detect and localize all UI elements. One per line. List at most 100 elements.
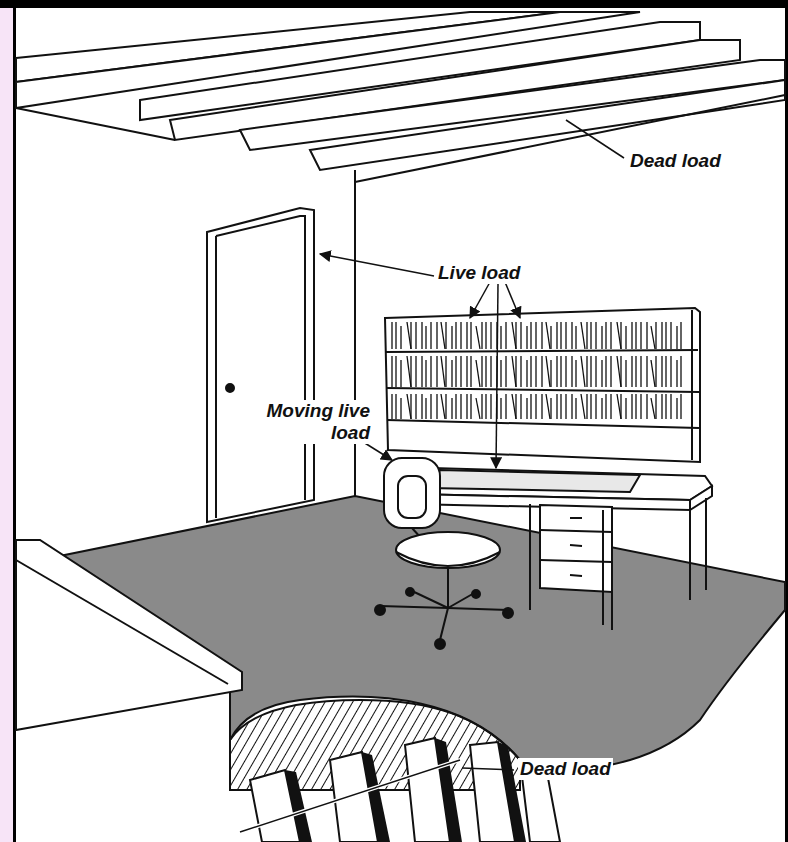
illustration-part xyxy=(540,505,612,592)
illustration-part xyxy=(529,504,531,610)
illustration-part xyxy=(396,532,500,568)
illustration-part xyxy=(586,356,587,387)
illustration-part xyxy=(407,394,411,419)
cross-bridging xyxy=(240,760,460,832)
illustration-part xyxy=(395,322,396,349)
illustration-part xyxy=(676,360,677,387)
illustration-part xyxy=(505,322,506,349)
illustration-part xyxy=(406,588,414,596)
illustration-part xyxy=(476,398,480,419)
illustration-part xyxy=(362,752,390,842)
illustration-part xyxy=(676,398,677,419)
illustration-part xyxy=(661,322,662,349)
illustration-part xyxy=(485,356,486,387)
illustration-part xyxy=(386,388,699,392)
illustration-part xyxy=(575,360,576,387)
illustration-part xyxy=(670,356,671,387)
illustration-part xyxy=(581,394,585,419)
illustration-part xyxy=(605,394,606,419)
illustration-part xyxy=(460,394,461,419)
counter xyxy=(16,540,242,730)
illustration-part xyxy=(515,322,516,349)
illustration-part xyxy=(575,398,576,419)
illustration-part xyxy=(535,322,536,349)
illustration-part xyxy=(646,394,647,419)
illustration-part xyxy=(505,394,506,419)
cross-bridging xyxy=(240,760,460,832)
illustration-part xyxy=(428,470,640,492)
illustration-part xyxy=(285,770,312,842)
illustration-part xyxy=(415,322,416,349)
illustration-part xyxy=(535,356,536,387)
illustration-part xyxy=(476,326,480,349)
illustration-part xyxy=(481,322,482,349)
illustration-part xyxy=(462,768,514,770)
illustration-part xyxy=(466,356,467,387)
illustration-part xyxy=(571,322,572,349)
illustration-part xyxy=(400,326,401,349)
illustration-part xyxy=(526,326,527,349)
ceiling-edge xyxy=(355,95,785,182)
books xyxy=(392,322,681,419)
illustration-part xyxy=(571,356,572,387)
illustration-part xyxy=(520,322,521,349)
illustration-part xyxy=(500,360,501,387)
illustration-part xyxy=(530,322,531,349)
illustration-part xyxy=(455,394,456,419)
picture-ground xyxy=(14,8,788,842)
illustration-part xyxy=(670,322,671,349)
illustration-part xyxy=(485,394,486,419)
illustration-part xyxy=(571,394,572,419)
illustration-part xyxy=(515,356,516,387)
illustration-part xyxy=(476,360,480,387)
illustration-part xyxy=(570,545,582,546)
illustration-part xyxy=(646,322,647,349)
illustration-part xyxy=(472,590,480,598)
illustration-part xyxy=(586,322,587,349)
top-bar xyxy=(0,0,788,8)
illustration-part xyxy=(680,322,681,349)
bookshelf xyxy=(385,308,700,462)
chair xyxy=(375,458,513,649)
illustration-part xyxy=(215,236,217,518)
illustration-part xyxy=(530,356,531,387)
illustration-part xyxy=(455,322,456,349)
illustration-part xyxy=(226,384,234,392)
illustration-part xyxy=(611,507,613,630)
illustration-part xyxy=(436,356,437,387)
illustration-part xyxy=(410,590,448,608)
illustration-part xyxy=(505,356,506,387)
illustration-part xyxy=(617,356,621,387)
illustration-part xyxy=(590,394,591,419)
illustration-part xyxy=(16,108,175,140)
illustration-part xyxy=(550,398,551,419)
illustration-part xyxy=(490,356,491,387)
illustration-part xyxy=(550,326,551,349)
illustration-part xyxy=(590,356,591,387)
illustration-part xyxy=(651,360,655,387)
illustration-part xyxy=(398,476,426,518)
illustration-part xyxy=(460,322,461,349)
illustration-part xyxy=(541,322,542,349)
illustration-part xyxy=(631,356,632,387)
illustration-part xyxy=(570,575,582,576)
illustration-part xyxy=(586,394,587,419)
illustration-part xyxy=(651,326,655,349)
leader-lines xyxy=(320,120,624,770)
illustration-part xyxy=(526,398,527,419)
illustration-part xyxy=(541,394,542,419)
illustration-part xyxy=(320,254,434,276)
illustration-part xyxy=(430,356,431,387)
illustration-part xyxy=(466,394,467,419)
illustration-part xyxy=(556,356,557,387)
illustration-part xyxy=(505,282,520,318)
illustration-part xyxy=(646,356,647,387)
illustration-part xyxy=(385,308,700,462)
illustration-part xyxy=(605,322,606,349)
illustration-part xyxy=(665,356,666,387)
illustration-part xyxy=(601,398,602,419)
illustration-part xyxy=(441,356,445,387)
illustration-part xyxy=(498,742,526,842)
illustration-part xyxy=(595,356,596,387)
illustration-part xyxy=(448,608,508,610)
